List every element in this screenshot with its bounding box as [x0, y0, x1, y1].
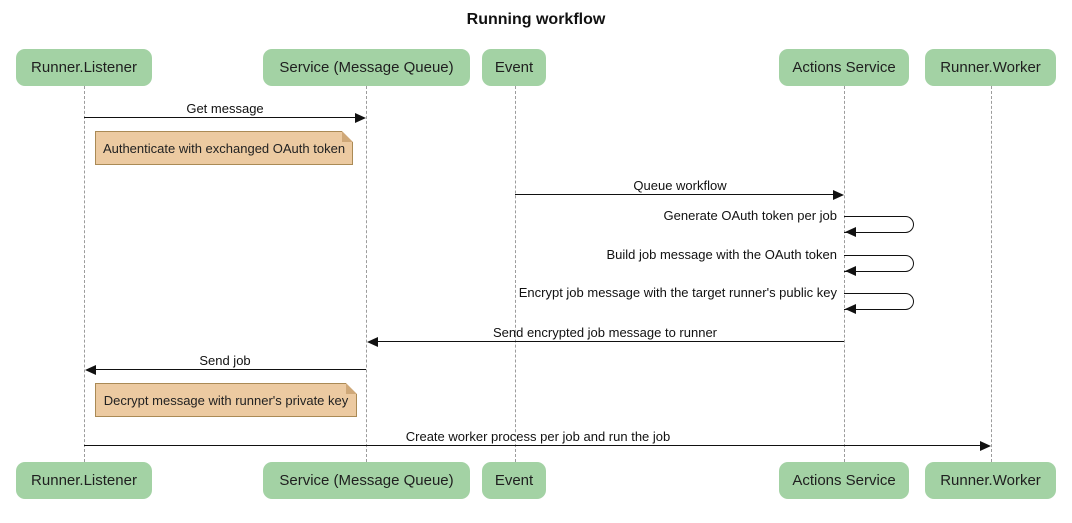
note-decrypt: Decrypt message with runner's private ke…	[95, 383, 357, 417]
actor-label: Service (Message Queue)	[279, 59, 454, 76]
message-label-queue-workflow: Queue workflow	[633, 178, 727, 193]
diagram-title: Running workflow	[466, 11, 606, 28]
self-message-loop-generate-oauth	[844, 216, 914, 233]
arrowhead-left-icon	[845, 266, 856, 276]
message-line-create-worker	[84, 445, 980, 446]
arrowhead-left-icon	[85, 365, 96, 375]
actor-label: Service (Message Queue)	[279, 472, 454, 489]
self-message-label-build-job-message: Build job message with the OAuth token	[606, 247, 837, 262]
actor-label: Runner.Listener	[31, 472, 137, 489]
lifeline-service-message-queue	[366, 86, 367, 462]
note-text: Decrypt message with runner's private ke…	[103, 392, 349, 408]
lifeline-runner-worker	[991, 86, 992, 462]
message-line-get-message	[84, 117, 356, 118]
message-line-send-job	[96, 369, 366, 370]
actor-bottom-service-message-queue: Service (Message Queue)	[263, 462, 470, 499]
note-fold-icon	[346, 383, 357, 394]
arrowhead-right-icon	[833, 190, 844, 200]
actor-bottom-runner-worker: Runner.Worker	[925, 462, 1056, 499]
actor-label: Runner.Listener	[31, 59, 137, 76]
arrowhead-right-icon	[355, 113, 366, 123]
lifeline-actions-service	[844, 86, 845, 462]
arrowhead-left-icon	[367, 337, 378, 347]
lifeline-event	[515, 86, 516, 462]
actor-top-actions-service: Actions Service	[779, 49, 909, 86]
actor-bottom-runner-listener: Runner.Listener	[16, 462, 152, 499]
note-fold-icon	[342, 131, 353, 142]
actor-bottom-event: Event	[482, 462, 546, 499]
actor-label: Event	[494, 59, 534, 76]
actor-top-service-message-queue: Service (Message Queue)	[263, 49, 470, 86]
self-message-loop-encrypt-job-message	[844, 293, 914, 310]
arrowhead-left-icon	[845, 304, 856, 314]
actor-label: Runner.Worker	[940, 59, 1041, 76]
actor-label: Actions Service	[792, 59, 896, 76]
message-line-send-encrypted	[378, 341, 844, 342]
actor-top-runner-listener: Runner.Listener	[16, 49, 152, 86]
actor-label: Event	[494, 472, 534, 489]
self-message-loop-build-job-message	[844, 255, 914, 272]
message-label-send-encrypted: Send encrypted job message to runner	[492, 325, 718, 340]
message-line-queue-workflow	[515, 194, 834, 195]
message-label-create-worker: Create worker process per job and run th…	[405, 429, 671, 444]
arrowhead-left-icon	[845, 227, 856, 237]
actor-label: Runner.Worker	[940, 472, 1041, 489]
note-authenticate: Authenticate with exchanged OAuth token	[95, 131, 353, 165]
actor-top-event: Event	[482, 49, 546, 86]
note-text: Authenticate with exchanged OAuth token	[102, 140, 346, 156]
self-message-label-encrypt-job-message: Encrypt job message with the target runn…	[518, 285, 837, 300]
actor-top-runner-worker: Runner.Worker	[925, 49, 1056, 86]
lifeline-runner-listener	[84, 86, 85, 462]
actor-label: Actions Service	[792, 472, 896, 489]
self-message-label-generate-oauth: Generate OAuth token per job	[663, 208, 837, 223]
arrowhead-right-icon	[980, 441, 991, 451]
actor-bottom-actions-service: Actions Service	[779, 462, 909, 499]
message-label-send-job: Send job	[199, 353, 251, 368]
message-label-get-message: Get message	[186, 101, 264, 116]
